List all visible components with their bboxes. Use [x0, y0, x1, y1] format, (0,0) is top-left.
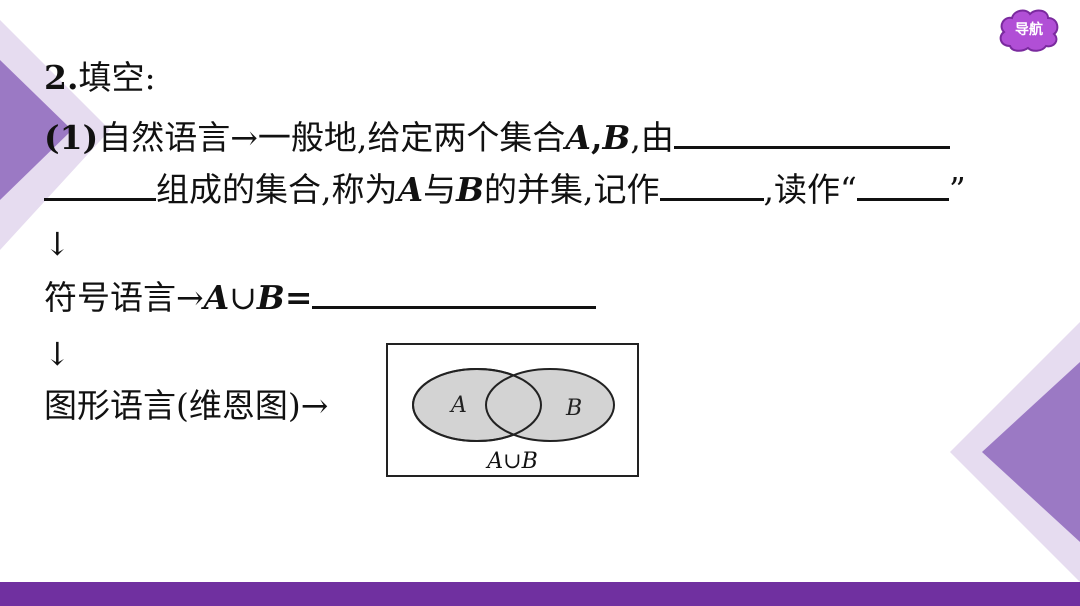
set-b-label: B — [456, 170, 485, 209]
venn-label-a: A — [449, 393, 467, 418]
venn-label-b: B — [565, 396, 582, 421]
line1-comma: , — [590, 118, 603, 157]
natural-language-line-2: 组成的集合,称为A与B的并集,记作 ,读作“ ” — [44, 170, 966, 210]
line3-text-a: 符号语言→ — [44, 278, 204, 317]
down-arrow-2: ↓ — [44, 335, 71, 373]
line1-text-b: ,由 — [630, 118, 674, 157]
blank-definition-part1[interactable] — [673, 118, 950, 149]
caption-set-b: B — [521, 449, 538, 474]
blank-definition-part2[interactable] — [44, 170, 156, 201]
down-arrow-1: ↓ — [44, 225, 71, 263]
caption-union-symbol: ∪ — [503, 449, 522, 474]
heading-number: 2. — [44, 58, 79, 97]
set-a-label: A — [397, 170, 424, 209]
set-a-label: A — [565, 118, 591, 157]
set-b-label: B — [602, 118, 631, 157]
line2-text-e: ” — [948, 170, 966, 209]
line2-text-b: 与 — [423, 170, 457, 209]
set-b-ellipse — [485, 368, 615, 442]
line1-text-a: 自然语言→一般地,给定两个集合 — [98, 118, 566, 157]
set-a-label: A — [203, 278, 230, 317]
line2-text-d: ,读作“ — [763, 170, 857, 209]
equals-sign: = — [284, 278, 313, 317]
symbolic-language-line: 符号语言→A∪B= — [44, 278, 597, 318]
heading-text: 填空: — [78, 58, 156, 97]
nav-button[interactable]: 导航 — [996, 6, 1062, 52]
venn-diagram: A B A∪B — [386, 343, 639, 477]
graphic-language-line: 图形语言(维恩图)→ — [44, 386, 328, 426]
cloud-icon — [999, 9, 1059, 52]
corner-decoration-right — [950, 322, 1080, 582]
set-b-label: B — [256, 278, 285, 317]
line2-text-c: 的并集,记作 — [484, 170, 660, 209]
venn-svg: A B — [412, 368, 615, 442]
blank-reading[interactable] — [856, 170, 949, 201]
venn-caption: A∪B — [388, 449, 637, 474]
corner-decoration-left — [0, 20, 110, 250]
nav-label: 导航 — [1015, 22, 1043, 38]
blank-notation[interactable] — [659, 170, 764, 201]
item-number: (1) — [44, 118, 99, 157]
union-symbol: ∪ — [229, 278, 257, 317]
blank-symbolic-definition[interactable] — [312, 278, 597, 309]
exercise-heading: 2.填空: — [44, 58, 156, 98]
line4-text: 图形语言(维恩图)→ — [44, 386, 329, 425]
bottom-accent-bar — [0, 582, 1080, 606]
line2-text-a: 组成的集合,称为 — [156, 170, 398, 209]
natural-language-line-1: (1)自然语言→一般地,给定两个集合A,B,由 — [44, 118, 950, 158]
caption-set-a: A — [487, 449, 504, 474]
